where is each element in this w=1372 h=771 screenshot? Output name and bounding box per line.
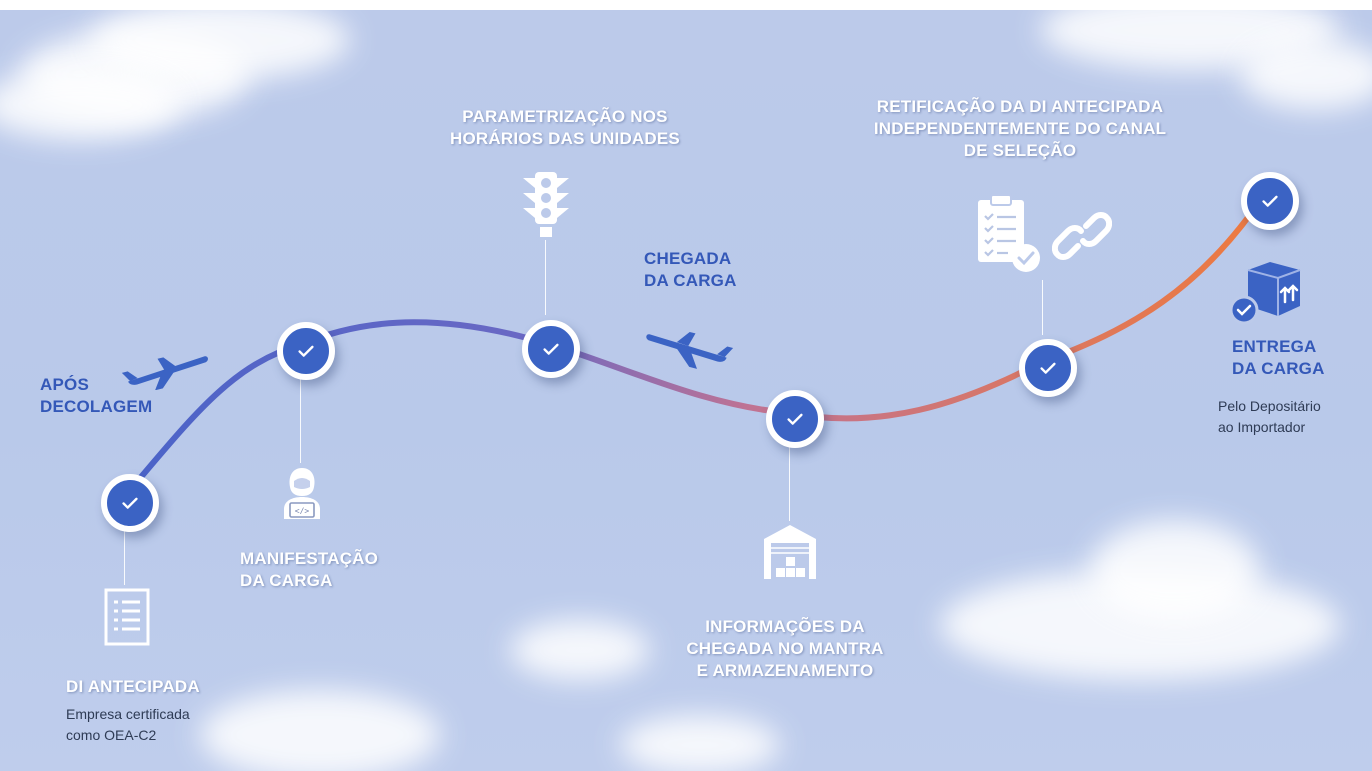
step-node-parametrizacao: [522, 320, 580, 378]
package-delivery-icon: [1229, 262, 1301, 325]
link-icon: [1052, 212, 1112, 260]
checkmark-icon: [1262, 195, 1278, 207]
connector-line: [789, 441, 790, 521]
checkmark-icon: [543, 343, 559, 355]
connector-line: [545, 240, 546, 315]
warehouse-icon: [764, 525, 816, 579]
step-node-di-antecipada: [101, 474, 159, 532]
step-title-retificacao: RETIFICAÇÃO DA DI ANTECIPADA INDEPENDENT…: [873, 97, 1167, 160]
developer-person-icon: </>: [284, 468, 320, 519]
airplane-takeoff-icon: [121, 356, 208, 390]
checkmark-icon: [122, 497, 138, 509]
connector-line: [124, 525, 125, 585]
checkmark-icon: [298, 345, 314, 357]
step-title-entrega: ENTREGA DA CARGA: [1232, 337, 1325, 378]
step-node-informacoes: [766, 390, 824, 448]
timeline-canvas: </>: [0, 10, 1372, 771]
document-list-icon: [104, 588, 150, 646]
step-node-manifestacao: [277, 322, 335, 380]
traffic-light-icon: [523, 172, 569, 237]
connector-line: [300, 373, 301, 463]
airplane-landing-icon: [646, 331, 734, 369]
checkmark-icon: [787, 413, 803, 425]
step-title-di-antecipada: DI ANTECIPADA: [66, 677, 200, 696]
checkmark-icon: [1040, 362, 1056, 374]
flight-label-chegada-da-carga: CHEGADA DA CARGA: [644, 249, 737, 290]
connector-line: [1042, 280, 1043, 335]
step-title-parametrizacao: PARAMETRIZAÇÃO NOS HORÁRIOS DAS UNIDADES: [450, 107, 680, 148]
flight-label-apos-decolagem: APÓS DECOLAGEM: [40, 375, 153, 416]
step-subtitle-di-antecipada: Empresa certificada como OEA-C2: [66, 706, 190, 743]
step-node-entrega: [1241, 172, 1299, 230]
checklist-clipboard-icon: [978, 194, 1040, 272]
step-subtitle-entrega: Pelo Depositário ao Importador: [1218, 398, 1321, 435]
step-node-retificacao: [1019, 339, 1077, 397]
step-title-manifestacao: MANIFESTAÇÃO DA CARGA: [240, 549, 379, 590]
step-title-informacoes: INFORMAÇÕES DA CHEGADA NO MANTRA E ARMAZ…: [686, 617, 884, 680]
svg-text:</>: </>: [295, 507, 310, 516]
